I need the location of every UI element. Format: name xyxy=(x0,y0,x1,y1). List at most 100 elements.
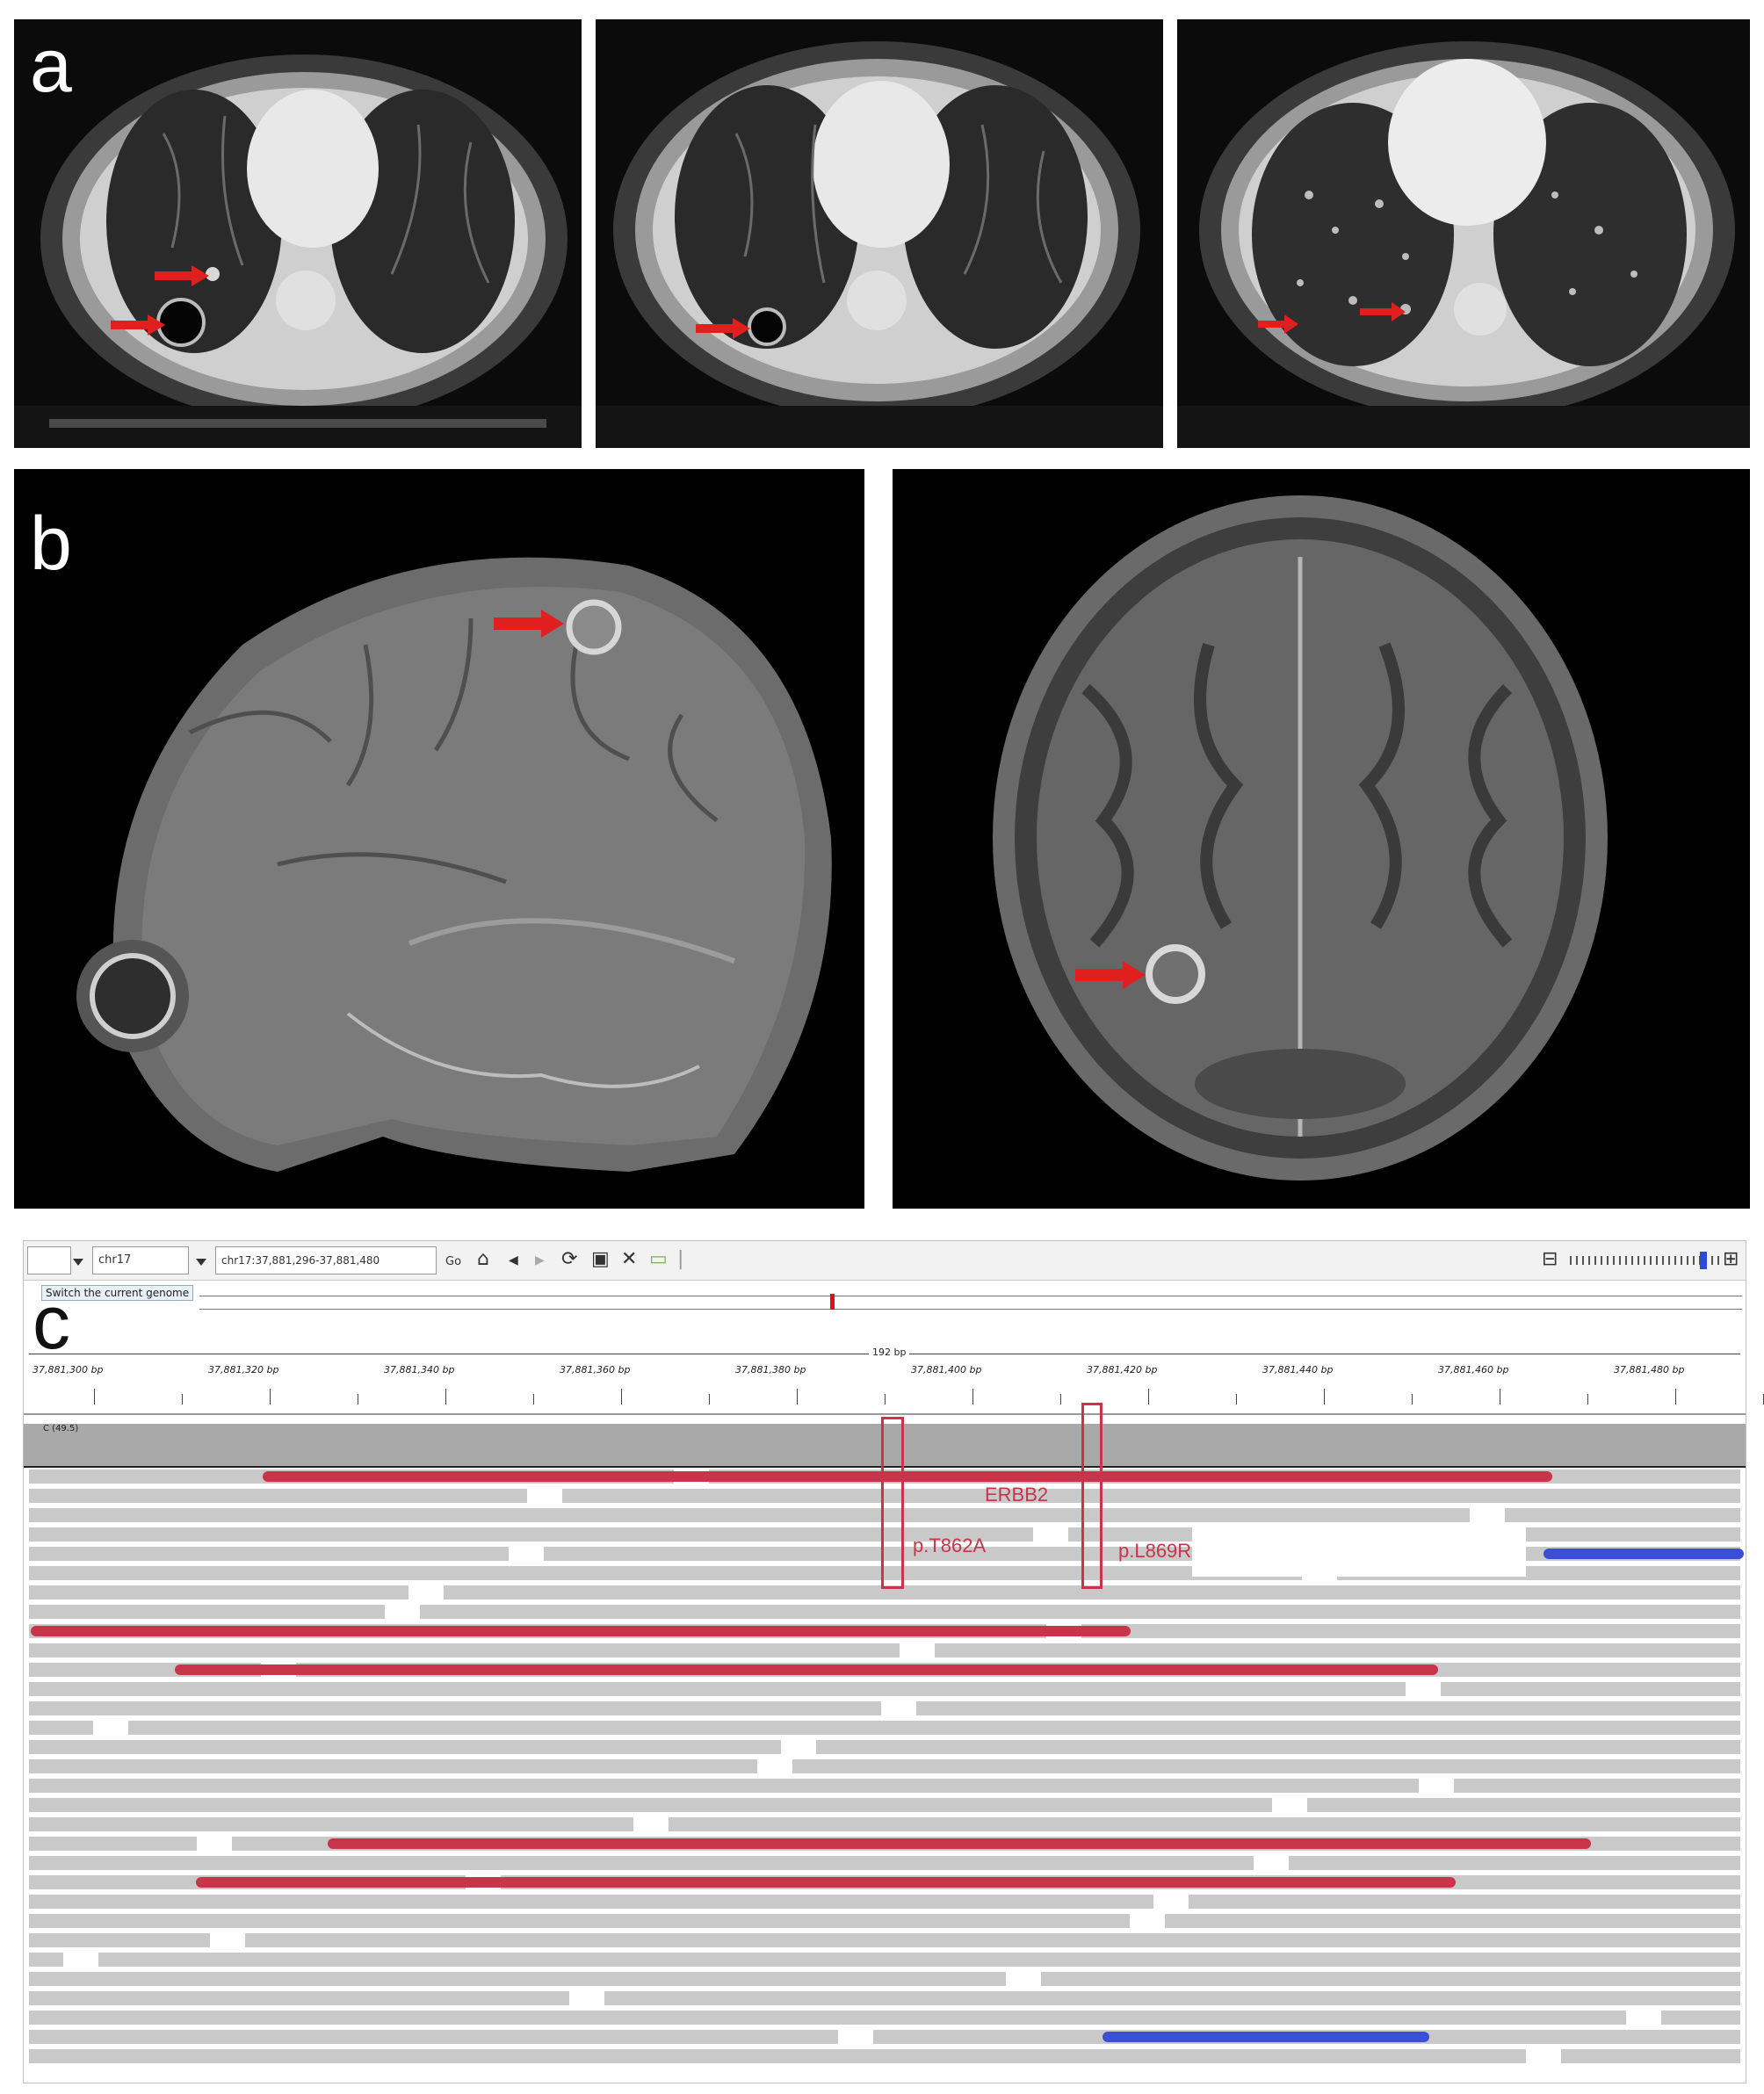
read-row xyxy=(29,1817,1740,1831)
home-icon[interactable]: ⌂ xyxy=(477,1248,489,1270)
ideogram-marker xyxy=(830,1294,835,1310)
ruler-tick-mark xyxy=(621,1389,622,1404)
ruler-tick-mark xyxy=(1675,1389,1676,1404)
forward-icon[interactable]: ▶ xyxy=(535,1253,545,1267)
ruler-tick-label: 37,881,480 bp xyxy=(1614,1364,1685,1376)
ruler-minor-tick xyxy=(1587,1394,1588,1404)
read-row xyxy=(29,1682,1740,1696)
coverage-track xyxy=(24,1424,1746,1466)
read-gap xyxy=(1470,1508,1505,1522)
variant-box-1 xyxy=(881,1417,904,1589)
ruler-tick-mark xyxy=(1148,1389,1149,1404)
ruler-minor-tick xyxy=(1060,1394,1061,1404)
read-row xyxy=(29,1972,1740,1986)
read-highlight xyxy=(31,1626,1131,1636)
ruler-tick-label: 37,881,460 bp xyxy=(1438,1364,1509,1376)
coverage-baseline xyxy=(24,1466,1746,1468)
ruler-tick-mark xyxy=(94,1389,95,1404)
read-gap xyxy=(1272,1798,1307,1812)
mri-sagittal-image xyxy=(14,469,864,1209)
read-row xyxy=(29,1933,1740,1947)
ruler-tick-label: 37,881,360 bp xyxy=(560,1364,631,1376)
read-gap xyxy=(1419,1779,1454,1793)
read-row xyxy=(29,2011,1740,2025)
chevron-down-icon[interactable] xyxy=(73,1259,83,1266)
ct-scan-1: a xyxy=(14,19,582,448)
ruler-tick-mark xyxy=(270,1389,271,1404)
ct-scan-2-image xyxy=(596,19,1163,448)
arrow-marker xyxy=(1258,314,1298,334)
popup-icon[interactable]: ▭ xyxy=(649,1248,668,1270)
zoom-out-icon[interactable]: ⊟ xyxy=(1542,1248,1558,1270)
variant-label-2: p.L869R xyxy=(1118,1540,1192,1562)
alignment-track xyxy=(24,1469,1746,2076)
ruler-minor-tick xyxy=(533,1394,534,1404)
divider-icon: | xyxy=(677,1248,684,1270)
read-gap xyxy=(633,1817,669,1831)
read-gap xyxy=(1130,1914,1165,1928)
read-gap xyxy=(900,1643,935,1657)
ruler-tick-label: 37,881,400 bp xyxy=(911,1364,982,1376)
ruler-tick-label: 37,881,380 bp xyxy=(735,1364,806,1376)
read-row xyxy=(29,1643,1740,1657)
ruler-tick-label: 37,881,300 bp xyxy=(33,1364,104,1376)
read-gap xyxy=(1254,1856,1289,1870)
zoom-in-icon[interactable]: ⊞ xyxy=(1723,1248,1739,1270)
read-gap xyxy=(1153,1895,1189,1909)
read-row xyxy=(29,2049,1740,2063)
read-gap xyxy=(757,1759,792,1773)
back-icon[interactable]: ◀ xyxy=(509,1253,518,1267)
ruler-tick-label: 37,881,420 bp xyxy=(1087,1364,1158,1376)
ruler-tick-mark xyxy=(445,1389,446,1404)
read-highlight xyxy=(263,1471,1552,1482)
mri-axial-image xyxy=(893,469,1750,1209)
ct-scan-3 xyxy=(1177,19,1750,448)
read-gap xyxy=(63,1953,98,1967)
read-gap xyxy=(1006,1972,1041,1986)
read-row xyxy=(29,1740,1740,1754)
mri-sagittal: b xyxy=(14,469,864,1209)
arrow-marker xyxy=(696,318,750,339)
genome-select[interactable] xyxy=(27,1246,71,1274)
read-highlight xyxy=(175,1664,1438,1675)
chevron-down-icon[interactable] xyxy=(196,1259,206,1266)
igv-toolbar: chr17 chr17:37,881,296-37,881,480 Go ⌂ ◀… xyxy=(24,1241,1746,1281)
ruler-tick-label: 37,881,340 bp xyxy=(384,1364,455,1376)
ct-scan-3-image xyxy=(1177,19,1750,448)
ruler-minor-tick xyxy=(1412,1394,1413,1404)
go-button[interactable]: Go xyxy=(445,1255,462,1268)
read-gap xyxy=(881,1701,916,1715)
variant-label-1: p.T862A xyxy=(913,1534,987,1556)
zoom-thumb[interactable] xyxy=(1700,1252,1707,1269)
ruler-tick-mark xyxy=(1324,1389,1325,1404)
region-icon[interactable]: ▣ xyxy=(591,1248,610,1270)
span-label: 192 bp xyxy=(869,1347,910,1358)
close-icon[interactable]: ✕ xyxy=(621,1248,638,1270)
read-row xyxy=(29,1856,1740,1870)
read-gap xyxy=(210,1933,245,1947)
read-row xyxy=(29,1914,1740,1928)
ruler-tick-mark xyxy=(972,1389,973,1404)
zoom-slider[interactable] xyxy=(1570,1256,1719,1265)
ruler-tick-label: 37,881,320 bp xyxy=(208,1364,279,1376)
chromosome-select[interactable]: chr17 xyxy=(92,1246,189,1274)
refresh-icon[interactable]: ⟳ xyxy=(561,1248,578,1270)
read-row xyxy=(29,1489,1740,1503)
read-row xyxy=(29,1759,1740,1773)
read-gap xyxy=(197,1837,232,1851)
ruler-minor-tick xyxy=(885,1394,886,1404)
read-highlight xyxy=(328,1838,1591,1849)
read-gap xyxy=(408,1585,444,1599)
read-gap xyxy=(1626,2011,1661,2025)
read-gap xyxy=(1406,1682,1441,1696)
read-gap xyxy=(509,1547,544,1561)
read-row xyxy=(29,1953,1740,1967)
read-highlight xyxy=(196,1877,1456,1888)
read-gap xyxy=(93,1721,128,1735)
read-row xyxy=(29,1779,1740,1793)
arrow-marker xyxy=(494,610,564,638)
ruler-minor-tick xyxy=(182,1394,183,1404)
igv-browser: chr17 chr17:37,881,296-37,881,480 Go ⌂ ◀… xyxy=(23,1240,1764,2083)
read-gap xyxy=(781,1740,816,1754)
locus-input[interactable]: chr17:37,881,296-37,881,480 xyxy=(215,1246,437,1274)
